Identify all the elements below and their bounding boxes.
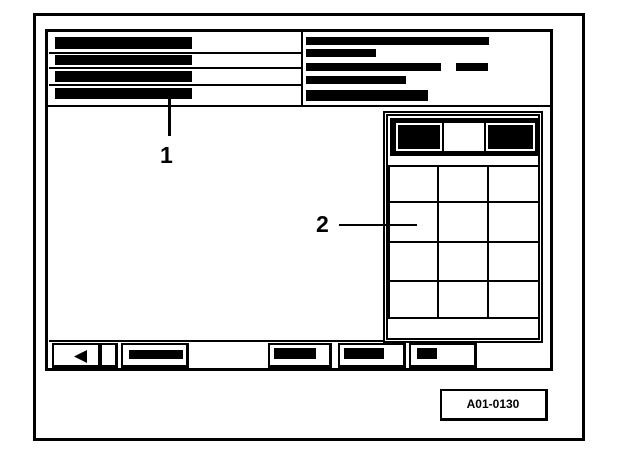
header-field-4: [55, 88, 192, 99]
header-left-row-divider-2: [49, 67, 301, 69]
back-button[interactable]: [52, 343, 118, 368]
header-info-line-3a: [306, 63, 441, 71]
keypad-display-cell-1: [396, 123, 442, 151]
header-field-1: [55, 37, 192, 49]
softkey-bar-divider: [49, 340, 383, 342]
header-left-row-divider-1: [49, 52, 301, 54]
figure-code: A01-0130: [466, 397, 520, 411]
header-divider: [45, 105, 553, 107]
keypad-display-cell-3: [486, 123, 535, 151]
softkey-4-label-bar: [344, 348, 384, 359]
header-field-3: [55, 71, 192, 82]
softkey-5[interactable]: [409, 343, 477, 368]
keypad-panel: [383, 111, 543, 343]
keypad-row-divider-2: [388, 241, 540, 243]
header-info-line-3b: [456, 63, 488, 71]
back-button-mark: [98, 345, 102, 365]
header-info-line-4: [306, 76, 406, 84]
keypad-row-divider-3: [388, 280, 540, 282]
triangle-left-icon: [74, 350, 87, 363]
callout-2-leader: [339, 224, 417, 226]
header-info-line-2: [306, 49, 376, 57]
keypad-row-divider-1: [388, 201, 540, 203]
softkey-4[interactable]: [338, 343, 406, 368]
header-left-row-divider-3: [49, 84, 301, 86]
header-field-2: [55, 55, 192, 65]
callout-1-label: 1: [160, 142, 173, 168]
callout-2-label: 2: [316, 211, 329, 237]
header-info-line-1: [306, 37, 489, 45]
device-frame: [33, 13, 585, 441]
figure-code-box: [440, 389, 548, 421]
softkey-2-label-bar: [129, 350, 183, 359]
keypad-display-cell-2: [444, 123, 484, 151]
screen: [45, 29, 553, 371]
softkey-2[interactable]: [121, 343, 189, 368]
header-column-divider: [301, 29, 303, 106]
softkey-3[interactable]: [268, 343, 332, 368]
softkey-5-label-bar: [417, 348, 437, 359]
callout-1-leader: [168, 98, 171, 136]
header-info-line-5: [306, 90, 428, 101]
softkey-3-label-bar: [274, 348, 316, 359]
